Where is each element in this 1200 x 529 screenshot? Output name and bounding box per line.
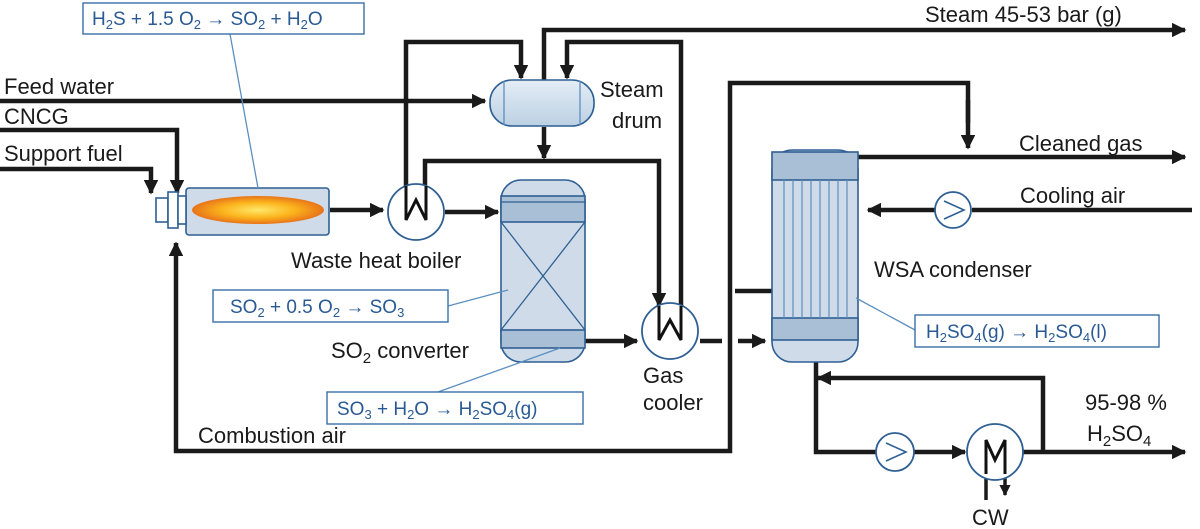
label-support-fuel: Support fuel xyxy=(4,141,123,166)
waste-heat-boiler xyxy=(387,183,445,241)
blower-icon xyxy=(934,191,972,229)
label-cooling-air: Cooling air xyxy=(1020,183,1125,208)
label-feed-water: Feed water xyxy=(4,74,114,99)
combustion-chamber xyxy=(155,187,330,236)
label-steam: Steam 45-53 bar (g) xyxy=(925,2,1122,27)
pipe-acid-down xyxy=(813,357,876,455)
pipe-water-to-boiler xyxy=(422,158,667,308)
pipe-steam-out xyxy=(541,22,1187,84)
pipe-support-fuel xyxy=(0,166,159,195)
svg-text:H2S + 1.5 O2 → SO2 + H2O: H2S + 1.5 O2 → SO2 + H2O xyxy=(92,9,323,32)
burner-icon xyxy=(155,191,187,229)
label-gas-cooler-2: cooler xyxy=(643,390,703,415)
label-waste-heat-boiler: Waste heat boiler xyxy=(291,248,461,273)
svg-text:H2SO4(g) → H2SO4(l): H2SO4(g) → H2SO4(l) xyxy=(926,322,1107,345)
svg-text:SO2 + 0.5 O2 → SO3: SO2 + 0.5 O2 → SO3 xyxy=(230,297,404,320)
pipe-boiler-loop xyxy=(403,39,529,188)
equation-condensation: H2SO4(g) → H2SO4(l) xyxy=(855,297,1160,348)
label-cncg: CNCG xyxy=(4,104,69,129)
label-so2-converter: SO2 converter xyxy=(331,338,469,367)
label-steam-drum-1: Steam xyxy=(600,77,664,102)
label-cw: CW xyxy=(972,505,1009,529)
pipe-combustion-air xyxy=(168,80,971,454)
gas-cooler xyxy=(641,302,699,360)
label-gas-cooler-1: Gas xyxy=(643,363,683,388)
so2-converter xyxy=(500,179,586,363)
label-product-concentration: 95-98 % xyxy=(1085,390,1167,415)
wsa-condenser xyxy=(771,149,859,363)
flame-icon xyxy=(192,196,324,224)
equation-oxidation: SO2 + 0.5 O2 → SO3 xyxy=(212,289,509,323)
svg-text:SO3 + H2O → H2SO4(g): SO3 + H2O → H2SO4(g) xyxy=(337,399,538,422)
label-product-h2so4: H2SO4 xyxy=(1087,421,1151,450)
label-steam-drum-2: drum xyxy=(612,108,662,133)
pipe-cooler-to-drum xyxy=(559,39,684,320)
equation-hydration: SO3 + H2O → H2SO4(g) xyxy=(326,347,584,425)
pipe-acid-recycle xyxy=(816,370,1046,452)
pump-icon xyxy=(875,432,915,472)
label-cleaned-gas: Cleaned gas xyxy=(1019,131,1143,156)
acid-cooler xyxy=(966,423,1024,481)
pipe-cncg xyxy=(0,127,185,195)
steam-drum xyxy=(489,79,595,127)
label-wsa-condenser: WSA condenser xyxy=(874,257,1032,282)
equation-combustion: H2S + 1.5 O2 → SO2 + H2O xyxy=(82,2,365,189)
label-combustion-air: Combustion air xyxy=(198,423,346,448)
pipes xyxy=(0,22,1192,500)
